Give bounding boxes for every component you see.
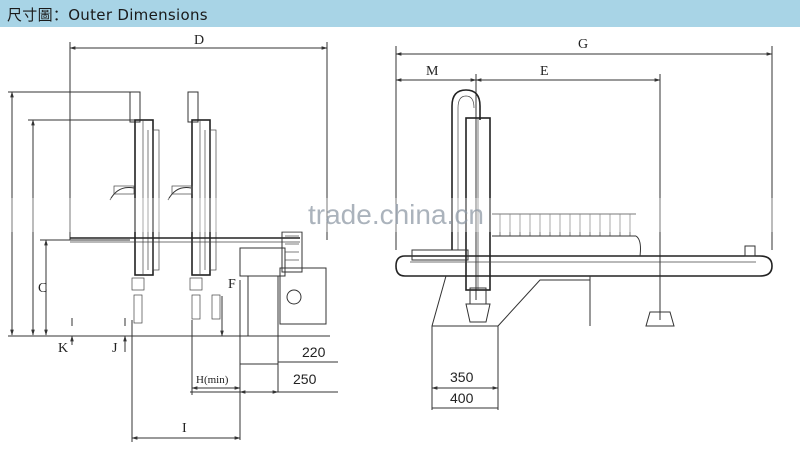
dim-label-c: C — [38, 281, 47, 296]
left-view: D C — [8, 33, 338, 442]
dim-label-f: F — [228, 277, 236, 292]
dim-label-e: E — [540, 64, 549, 79]
watermark-band — [0, 198, 800, 232]
dim-label-d: D — [194, 33, 204, 48]
dim-label-250: 250 — [293, 371, 317, 387]
dim-label-i: I — [182, 421, 187, 436]
dim-label-220: 220 — [302, 344, 326, 360]
dim-label-g: G — [578, 37, 588, 52]
dim-label-350: 350 — [450, 369, 474, 385]
dim-label-m: M — [426, 64, 439, 79]
right-view: G M E 350 — [395, 37, 773, 410]
dim-label-k: K — [58, 341, 68, 356]
dim-label-j: J — [112, 341, 118, 356]
page-title: 尺寸圖：Outer Dimensions — [7, 6, 208, 24]
watermark-text: trade.china.cn — [308, 199, 484, 230]
dim-label-h-min: H(min) — [196, 374, 229, 386]
title-banner: 尺寸圖：Outer Dimensions — [0, 0, 800, 27]
dim-label-400: 400 — [450, 390, 474, 406]
